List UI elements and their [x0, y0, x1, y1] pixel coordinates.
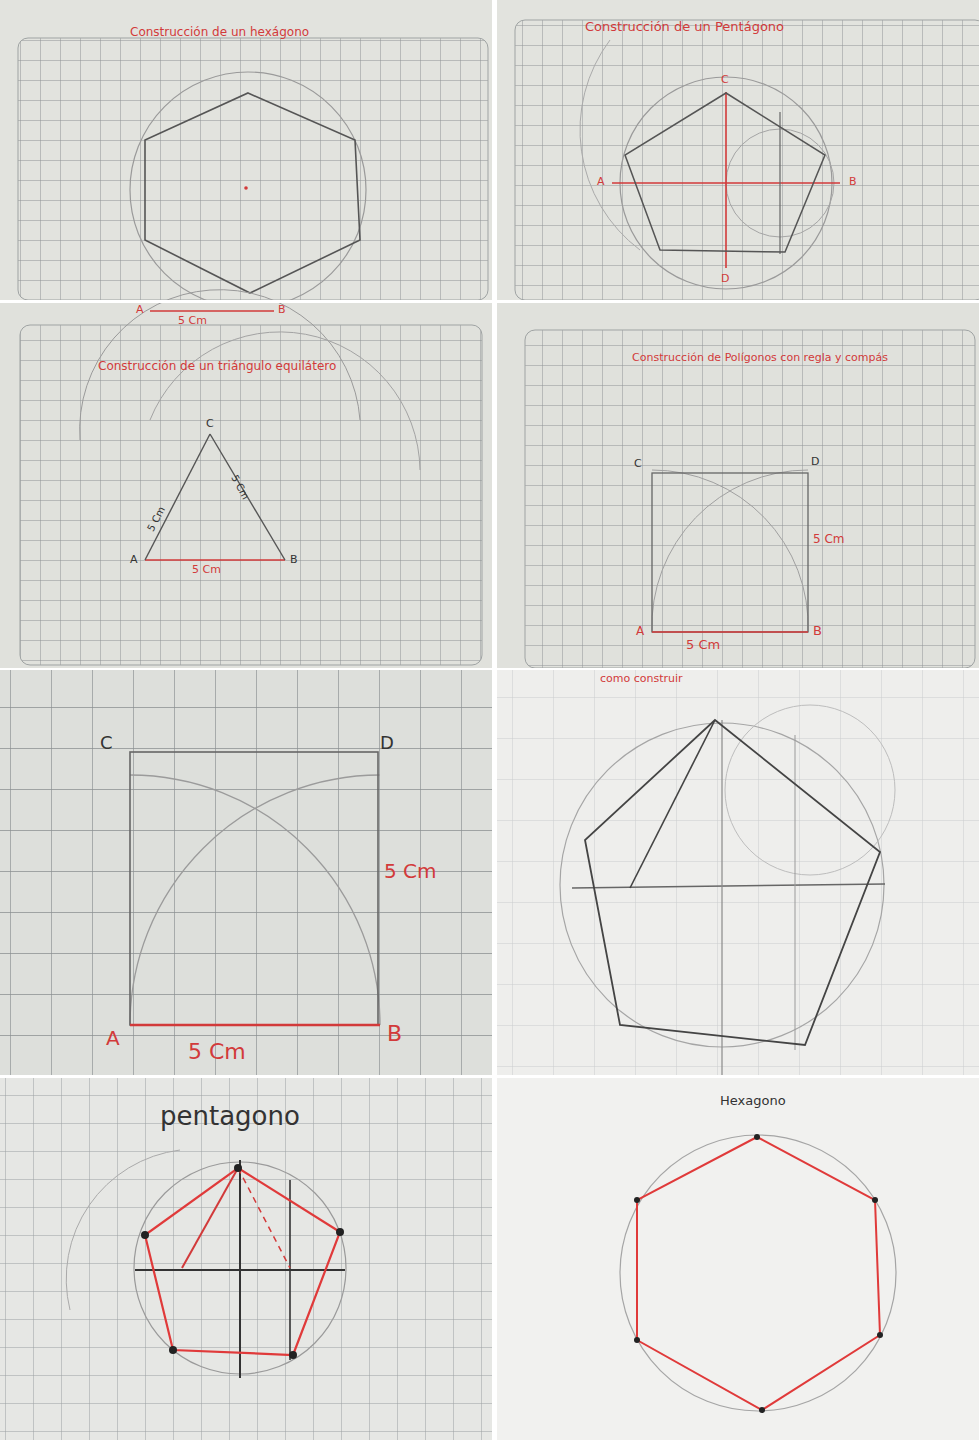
- triangle-photo: [0, 290, 492, 668]
- handwritten-label: Construcción de un Pentágono: [585, 20, 784, 34]
- handwritten-label: 5 Cm: [145, 505, 167, 533]
- handwritten-label: A: [636, 625, 644, 638]
- pentagon-sketch-photo: [497, 670, 979, 1075]
- handwritten-label: C: [634, 458, 642, 470]
- handwritten-label: Construcción de un hexágono: [130, 26, 309, 39]
- handwritten-label: pentagono: [160, 1102, 300, 1131]
- handwritten-label: B: [290, 554, 298, 566]
- handwritten-label: 5 Cm: [229, 473, 251, 501]
- handwritten-label: B: [387, 1022, 402, 1046]
- handwritten-label: D: [811, 456, 819, 468]
- handwritten-label: 5 Cm: [813, 533, 845, 546]
- handwritten-label: B: [813, 624, 822, 638]
- handwritten-label: Construcción de Polígonos con regla y co…: [605, 352, 915, 364]
- handwritten-label: A: [136, 304, 144, 316]
- handwritten-label: 5 Cm: [192, 564, 221, 576]
- handwritten-label: D: [380, 733, 394, 753]
- pentagon-red-photo: [0, 1078, 495, 1440]
- handwritten-label: 5 Cm: [178, 315, 207, 327]
- handwritten-label: 5 Cm: [686, 638, 720, 652]
- handwritten-label: D: [721, 273, 729, 285]
- handwritten-label: C: [721, 74, 729, 86]
- hexagon-photo: [0, 0, 492, 308]
- handwritten-label: C: [206, 418, 214, 430]
- handwritten-label: como construir: [600, 673, 683, 685]
- handwritten-label: C: [100, 733, 113, 753]
- handwritten-label: B: [278, 304, 286, 316]
- handwritten-label: A: [130, 554, 138, 566]
- square-closeup-photo: [0, 670, 495, 1075]
- hexagon-red-photo: [497, 1078, 979, 1440]
- handwritten-label: 5 Cm: [384, 860, 437, 882]
- handwritten-label: 5 Cm: [188, 1040, 246, 1064]
- square-photo: [497, 303, 979, 668]
- handwritten-label: Construcción de un triángulo equilátero: [98, 360, 336, 373]
- handwritten-label: Hexagono: [720, 1094, 786, 1108]
- pentagon-photo: [497, 0, 979, 300]
- handwritten-label: B: [849, 176, 857, 188]
- handwritten-label: A: [106, 1027, 120, 1049]
- handwritten-label: A: [597, 176, 605, 188]
